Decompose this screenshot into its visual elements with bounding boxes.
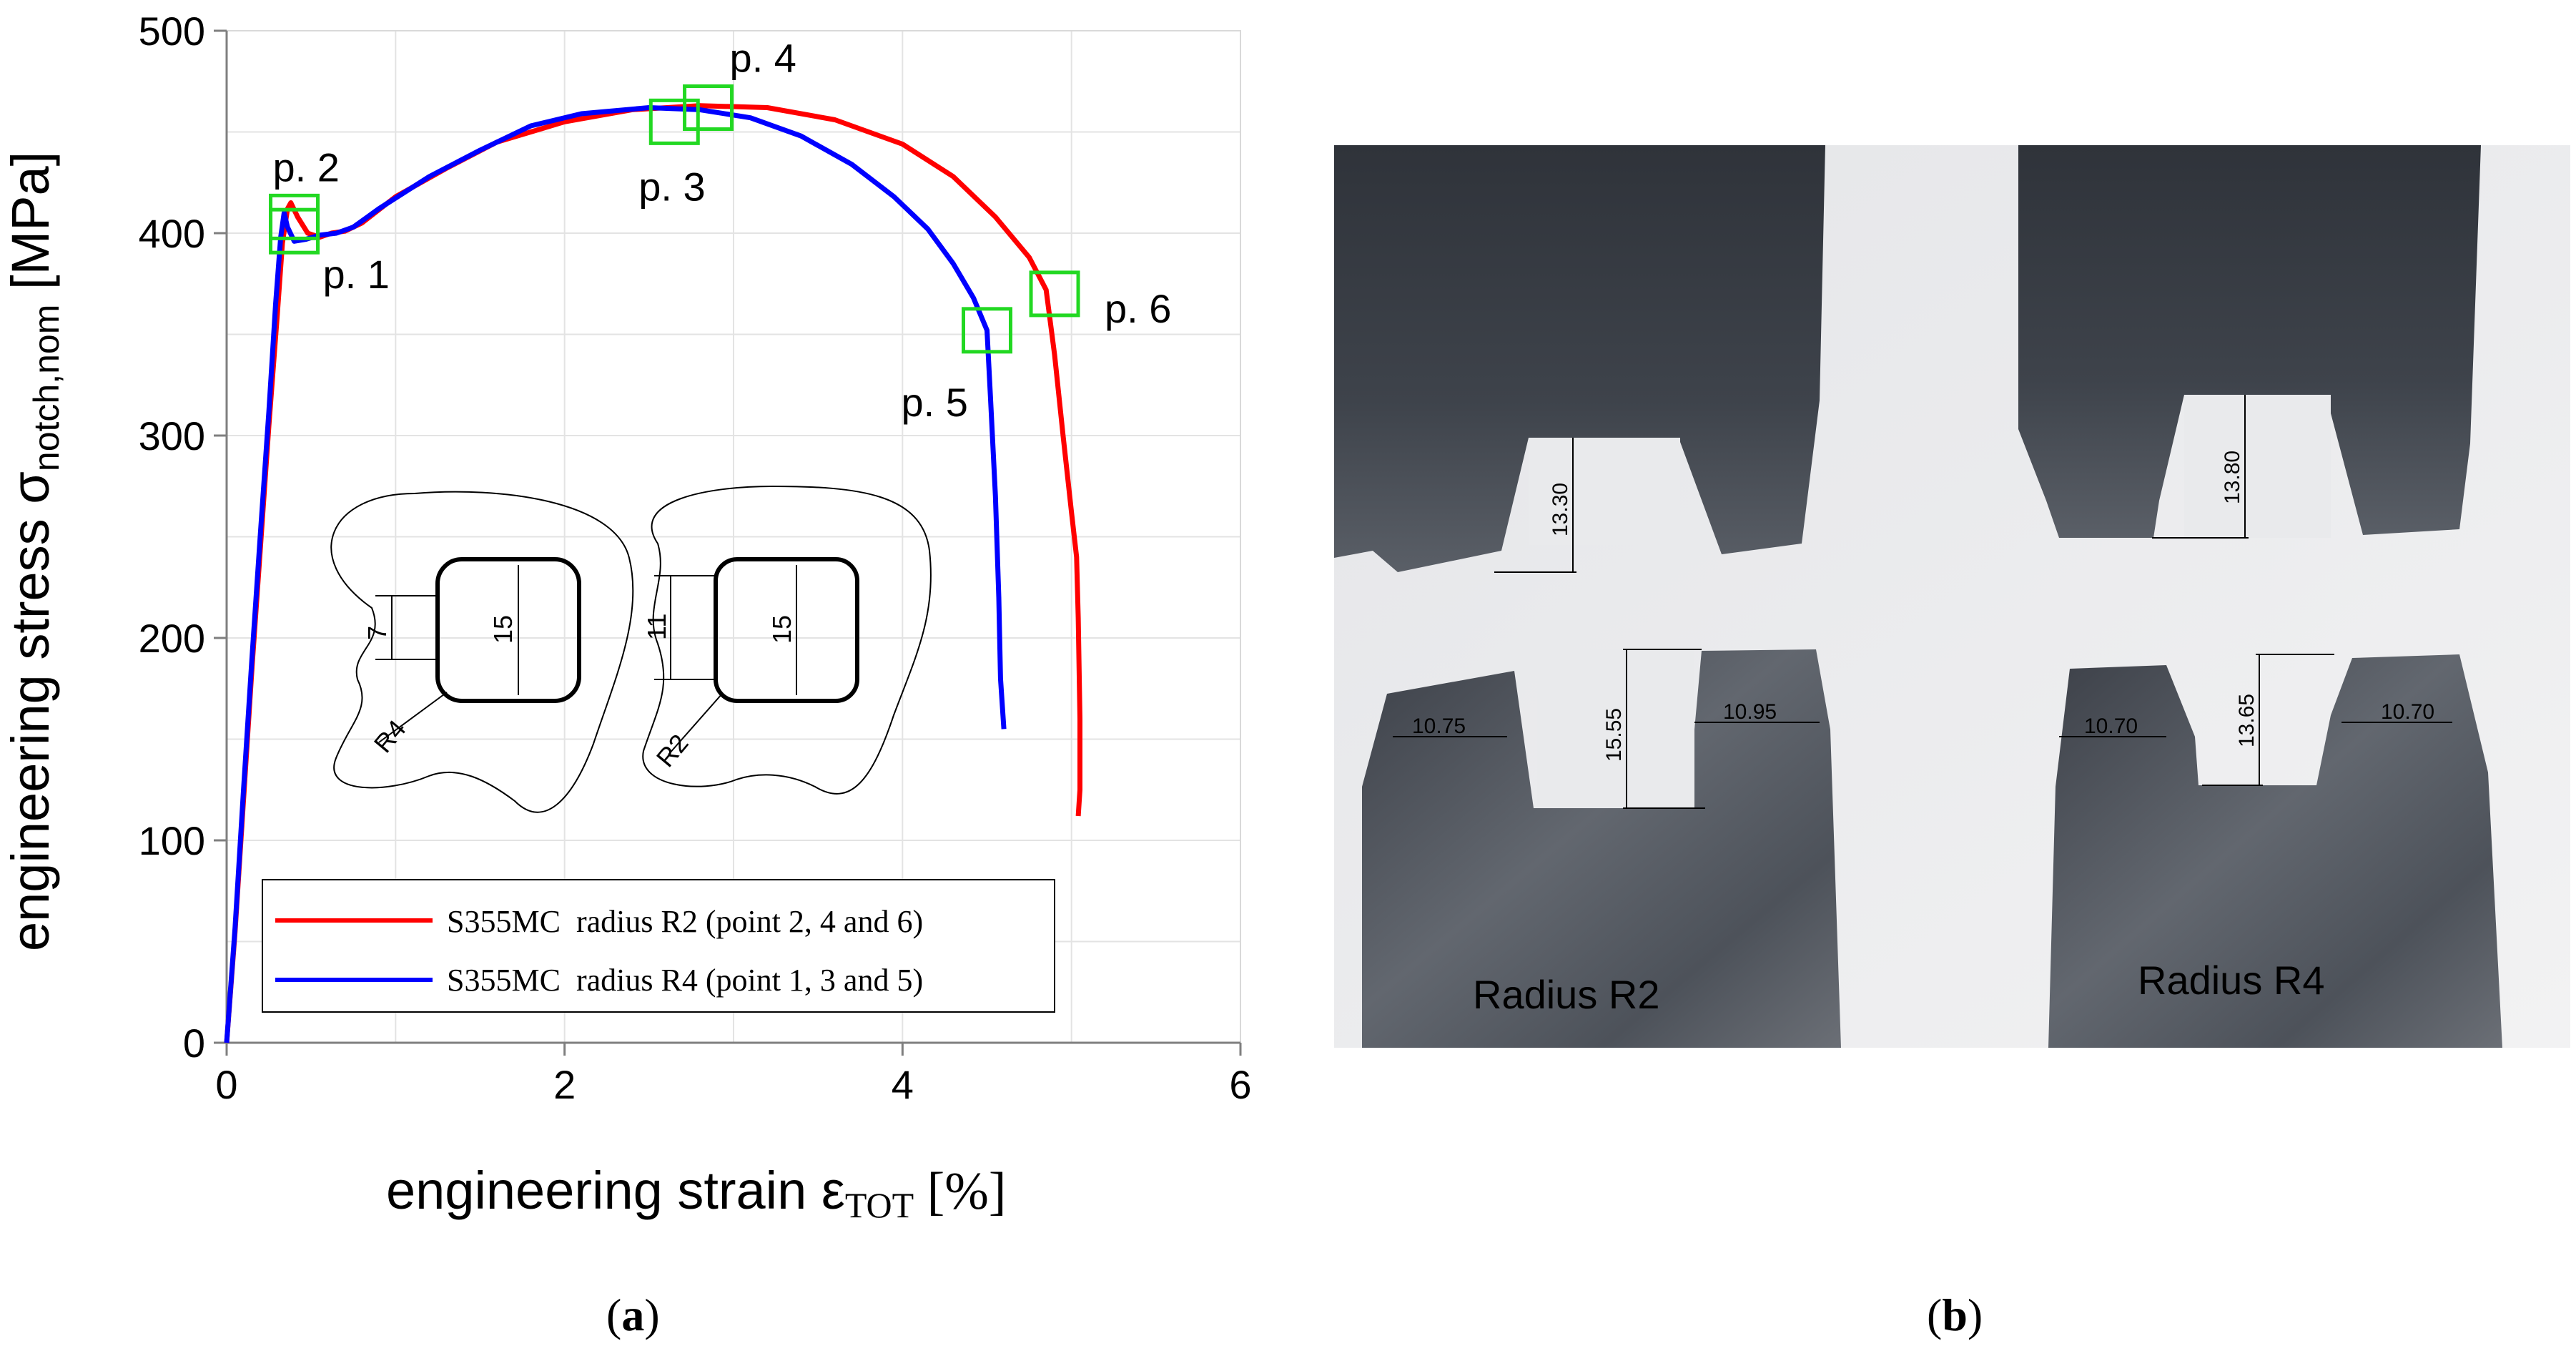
inset-left-square bbox=[435, 557, 581, 703]
inset-right-square bbox=[714, 557, 859, 703]
annotation-label: p. 1 bbox=[323, 252, 390, 297]
axis-ticks: 0 2 4 6 0 100 200 300 400 500 bbox=[139, 9, 1252, 1107]
x-tick-label: 2 bbox=[553, 1062, 576, 1107]
notch-top-right bbox=[2184, 395, 2331, 538]
inset-left-height: 7 bbox=[362, 626, 392, 640]
notch-top-left bbox=[1529, 438, 1680, 545]
annotation-label: p. 4 bbox=[730, 36, 796, 81]
chart-annotations: p. 1 p. 2 p. 3 p. 4 p. 5 p. 6 bbox=[269, 36, 1171, 425]
photo-label-r4: Radius R4 bbox=[2138, 958, 2324, 1003]
photo-dim-top-left: 13.30 bbox=[1549, 483, 1572, 536]
photo-dim-top-right: 13.80 bbox=[2221, 451, 2244, 504]
annotation-box bbox=[683, 84, 734, 132]
legend-box bbox=[262, 879, 1055, 1013]
annotation-label: p. 3 bbox=[638, 164, 705, 209]
photo-dim-bottom-left-notch: 15.55 bbox=[1602, 708, 1626, 762]
specimen-top-left bbox=[1334, 145, 1825, 572]
x-tick-label: 6 bbox=[1229, 1062, 1251, 1107]
caption-a: (a) bbox=[606, 1289, 660, 1340]
photo-label-r2: Radius R2 bbox=[1473, 972, 1659, 1017]
photo-dimensions bbox=[1393, 395, 2452, 809]
annotation-label: p. 6 bbox=[1105, 286, 1171, 331]
specimen-photo: 13.30 13.80 15.55 10.75 10.95 13.65 10.7… bbox=[1334, 145, 2570, 1340]
inset-right-width: 15 bbox=[767, 615, 796, 644]
legend-label-r4: S355MC radius R4 (point 1, 3 and 5) bbox=[447, 963, 923, 998]
specimen-top-right bbox=[2018, 145, 2481, 538]
annotation-label: p. 5 bbox=[902, 380, 968, 425]
y-tick-label: 200 bbox=[139, 616, 205, 661]
inset-left-width: 15 bbox=[488, 615, 518, 644]
caption-b: (b) bbox=[1927, 1289, 1983, 1340]
photo-dim-bottom-right-notch: 13.65 bbox=[2235, 694, 2259, 747]
annotation-box bbox=[648, 98, 700, 145]
specimen-bottom-left bbox=[1362, 649, 1841, 1048]
stress-strain-chart: 0 2 4 6 0 100 200 300 400 500 engineering strain … bbox=[1, 9, 1252, 1340]
annotation-label: p. 2 bbox=[273, 144, 340, 190]
photo-dim-bottom-left-right: 10.95 bbox=[1723, 700, 1777, 724]
inset-right-outline bbox=[642, 485, 932, 795]
inset-right-r-leader bbox=[668, 693, 723, 755]
notch-bottom-left bbox=[1537, 649, 1694, 808]
specimen-bottom-right bbox=[2048, 654, 2502, 1048]
annotation-box bbox=[962, 307, 1012, 354]
y-axis-label: engineering stress σnotch,nom [MPa] bbox=[1, 152, 66, 951]
x-tick-label: 4 bbox=[892, 1062, 914, 1107]
annotation-box bbox=[1029, 270, 1080, 318]
y-tick-label: 0 bbox=[183, 1021, 205, 1066]
inset-right-radius: R2 bbox=[651, 729, 694, 773]
photo-dim-bottom-right-left: 10.70 bbox=[2084, 714, 2138, 738]
x-tick-label: 0 bbox=[215, 1062, 237, 1107]
annotation-box bbox=[269, 193, 320, 240]
inset-left-radius: R4 bbox=[368, 714, 412, 759]
specimen-inset: 7 15 R4 11 15 R2 bbox=[330, 485, 932, 813]
inset-right-height: 11 bbox=[642, 614, 671, 640]
y-tick-label: 100 bbox=[139, 818, 205, 863]
inset-left-r-leader bbox=[378, 692, 448, 743]
y-tick-label: 300 bbox=[139, 413, 205, 458]
y-tick-label: 500 bbox=[139, 9, 205, 54]
inset-left-outline bbox=[330, 491, 634, 813]
legend-label-r2: S355MC radius R2 (point 2, 4 and 6) bbox=[447, 904, 923, 939]
x-axis-label: engineering strain εTOT [%] bbox=[386, 1161, 1007, 1225]
y-tick-label: 400 bbox=[139, 211, 205, 256]
legend: S355MC radius R2 (point 2, 4 and 6) S355… bbox=[262, 879, 1055, 1013]
photo-dim-bottom-right-right: 10.70 bbox=[2381, 700, 2434, 724]
photo-dim-bottom-left-left: 10.75 bbox=[1412, 714, 1466, 738]
